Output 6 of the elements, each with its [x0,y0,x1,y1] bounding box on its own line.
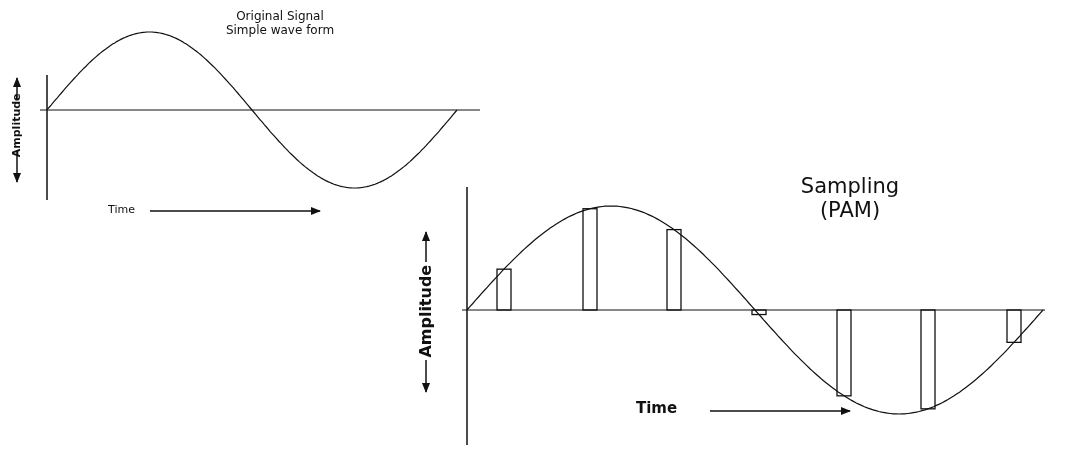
plot-title: Original Signal Simple wave form [224,10,336,38]
axis-label: Amplitude [10,92,24,157]
plot-title: Sampling (PAM) [799,174,901,223]
axis-label: Amplitude [416,264,436,358]
axis-label: Time [636,400,678,418]
axis-label: Time [108,204,135,217]
